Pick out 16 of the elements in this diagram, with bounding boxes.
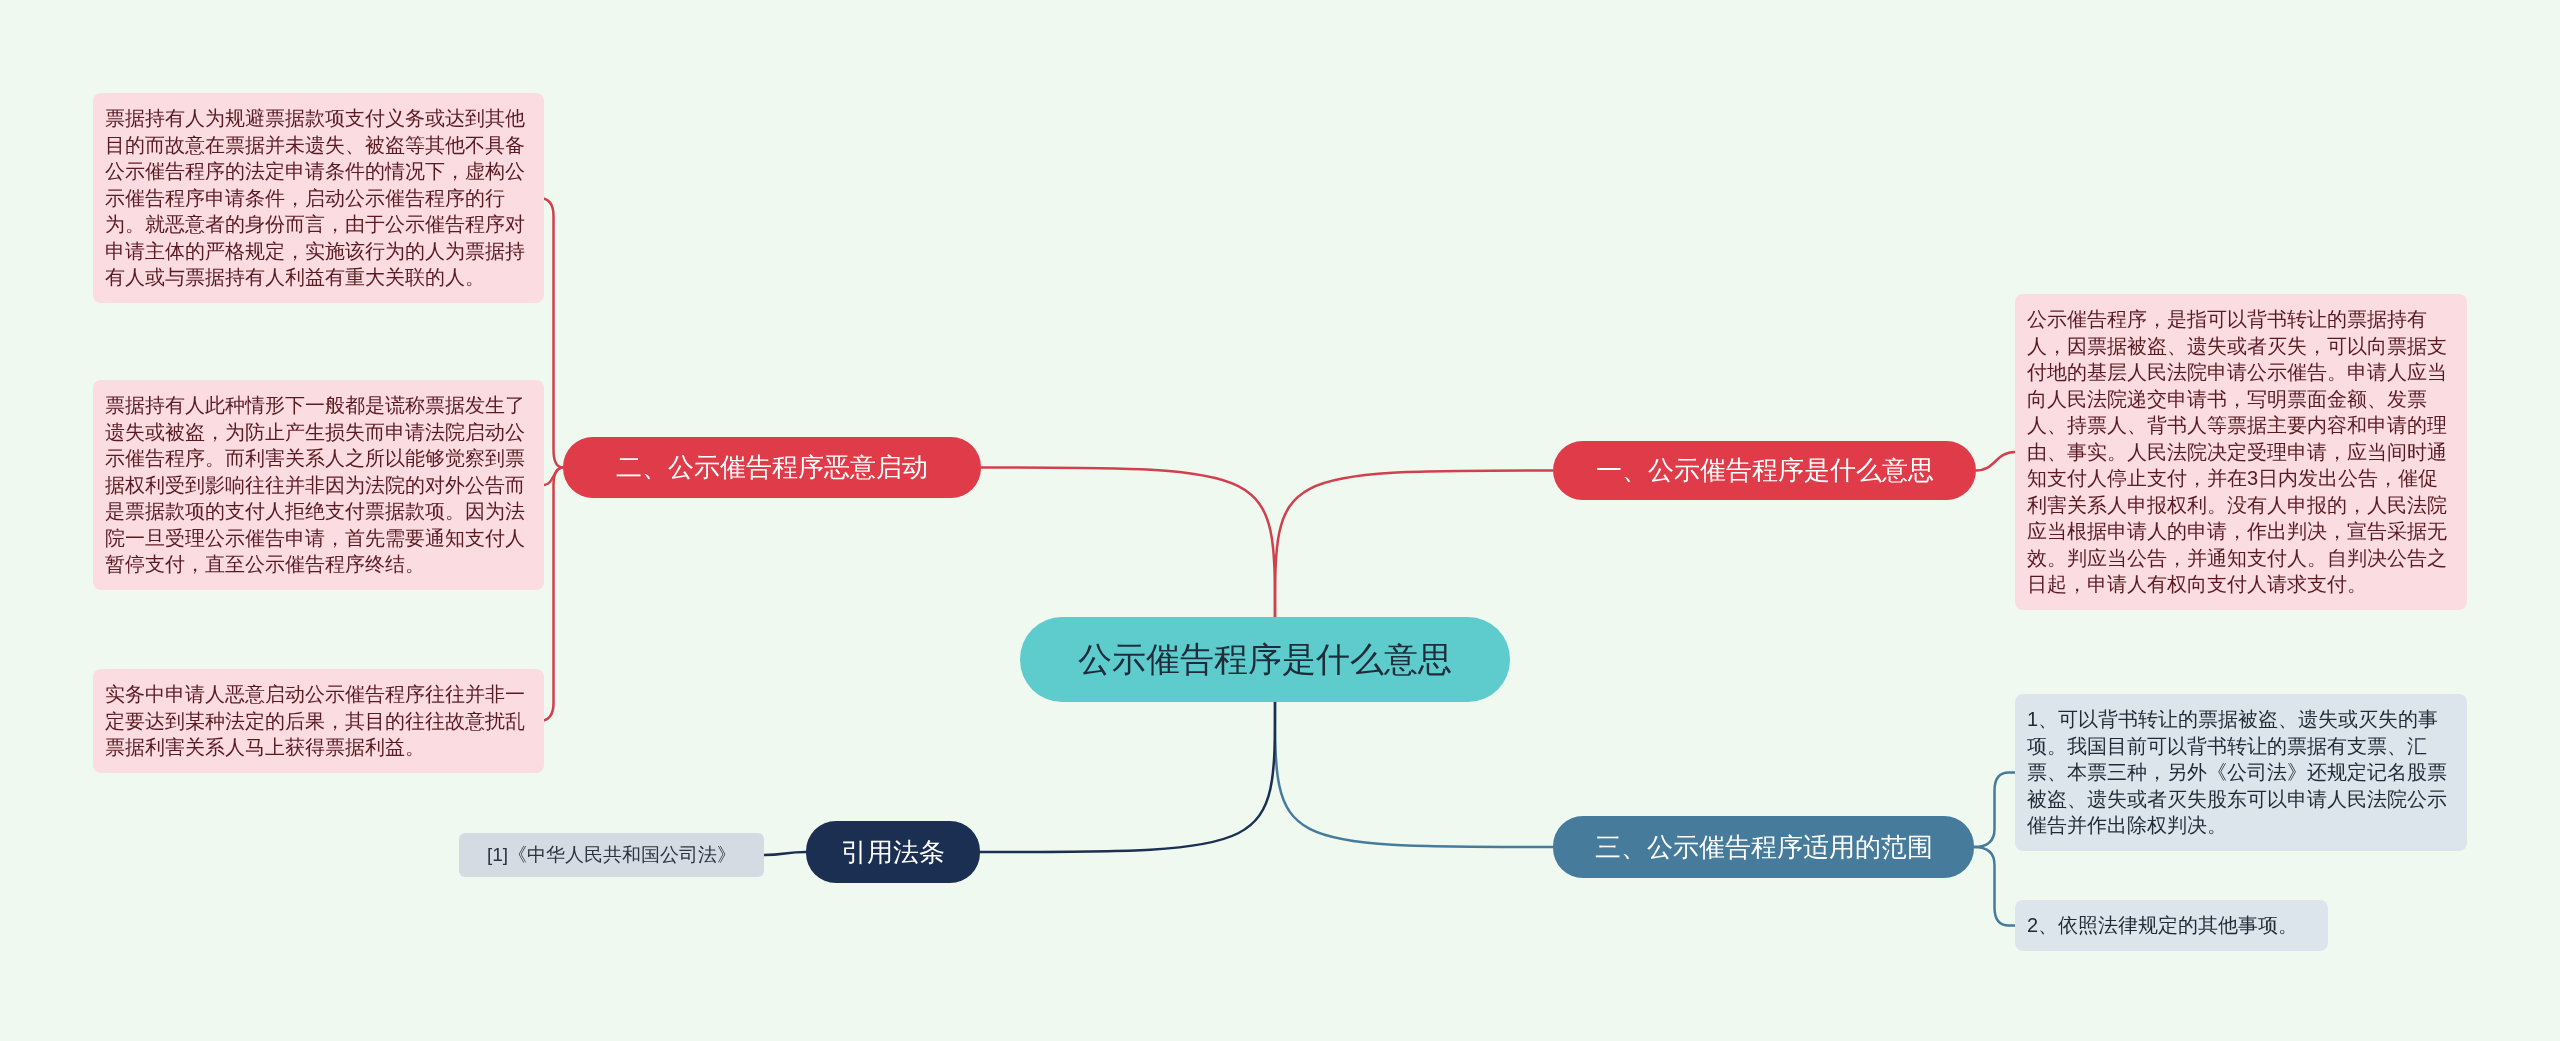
branch-topic: 三、公示催告程序适用的范围	[1553, 816, 1974, 878]
connector-line	[1975, 450, 2016, 472]
note-card: 2、依照法律规定的其他事项。	[2015, 900, 2328, 951]
central-topic: 公示催告程序是什么意思	[1020, 617, 1510, 702]
note-card: 1、可以背书转让的票据被盗、遗失或灭失的事项。我国目前可以背书转让的票据有支票、汇票、本票三种，另外《公司法》还规定记名股票被盗、遗失或者灭失股东可以申请人民法院公示催告并作出除权判决。	[2015, 694, 2467, 851]
connector-line	[981, 466, 1277, 617]
branch-topic: 一、公示催告程序是什么意思	[1553, 441, 1976, 500]
branch-topic: 引用法条	[806, 821, 980, 883]
connector-line	[764, 850, 806, 857]
note-card: 实务中申请人恶意启动公示催告程序往往并非一定要达到某种法定的后果，其目的往往故意扰乱票据利害关系人马上获得票据利益。	[93, 669, 544, 773]
note-card: 公示催告程序，是指可以背书转让的票据持有人，因票据被盗、遗失或者灭失，可以向票据支付地的基层人民法院申请公示催告。申请人应当向人民法院递交申请书，写明票面金额、发票人、持票人、背书人等票据主要内容和申请的理由、事实。人民法院决定受理申请，应当间时通知支付人停止支付，并在3日内发出公告，催促利害关系人申报权利。没有人申报的，人民法院应当根据申请人的申请，作出判决，宣告采据无效。判应当公告，并通知支付人。自判决公告之日起，申请人有权向支付人请求支付。	[2015, 294, 2467, 610]
reference-card: [1]《中华人民共和国公司法》	[459, 833, 764, 877]
note-card: 票据持有人为规避票据款项支付义务或达到其他目的而故意在票据并未遗失、被盗等其他不具备公示催告程序的法定申请条件的情况下，虚构公示催告程序申请条件，启动公示催告程序的行为。就恶意者的身份而言，由于公示催告程序对申请主体的严格规定，实施该行为的人为票据持有人或与票据持有人利益有重大关联的人。	[93, 93, 544, 303]
branch-topic: 二、公示催告程序恶意启动	[563, 437, 981, 498]
connector-line	[980, 702, 1277, 854]
note-card: 票据持有人此种情形下一般都是谎称票据发生了遗失或被盗，为防止产生损失而申请法院启动公示催告程序。而利害关系人之所以能够觉察到票据权利受到影响往往并非因为法院的对外公告而是票据款项的支付人拒绝支付票据款项。因为法院一旦受理公示催告申请，首先需要通知支付人暂停支付，直至公示催告程序终结。	[93, 380, 544, 590]
